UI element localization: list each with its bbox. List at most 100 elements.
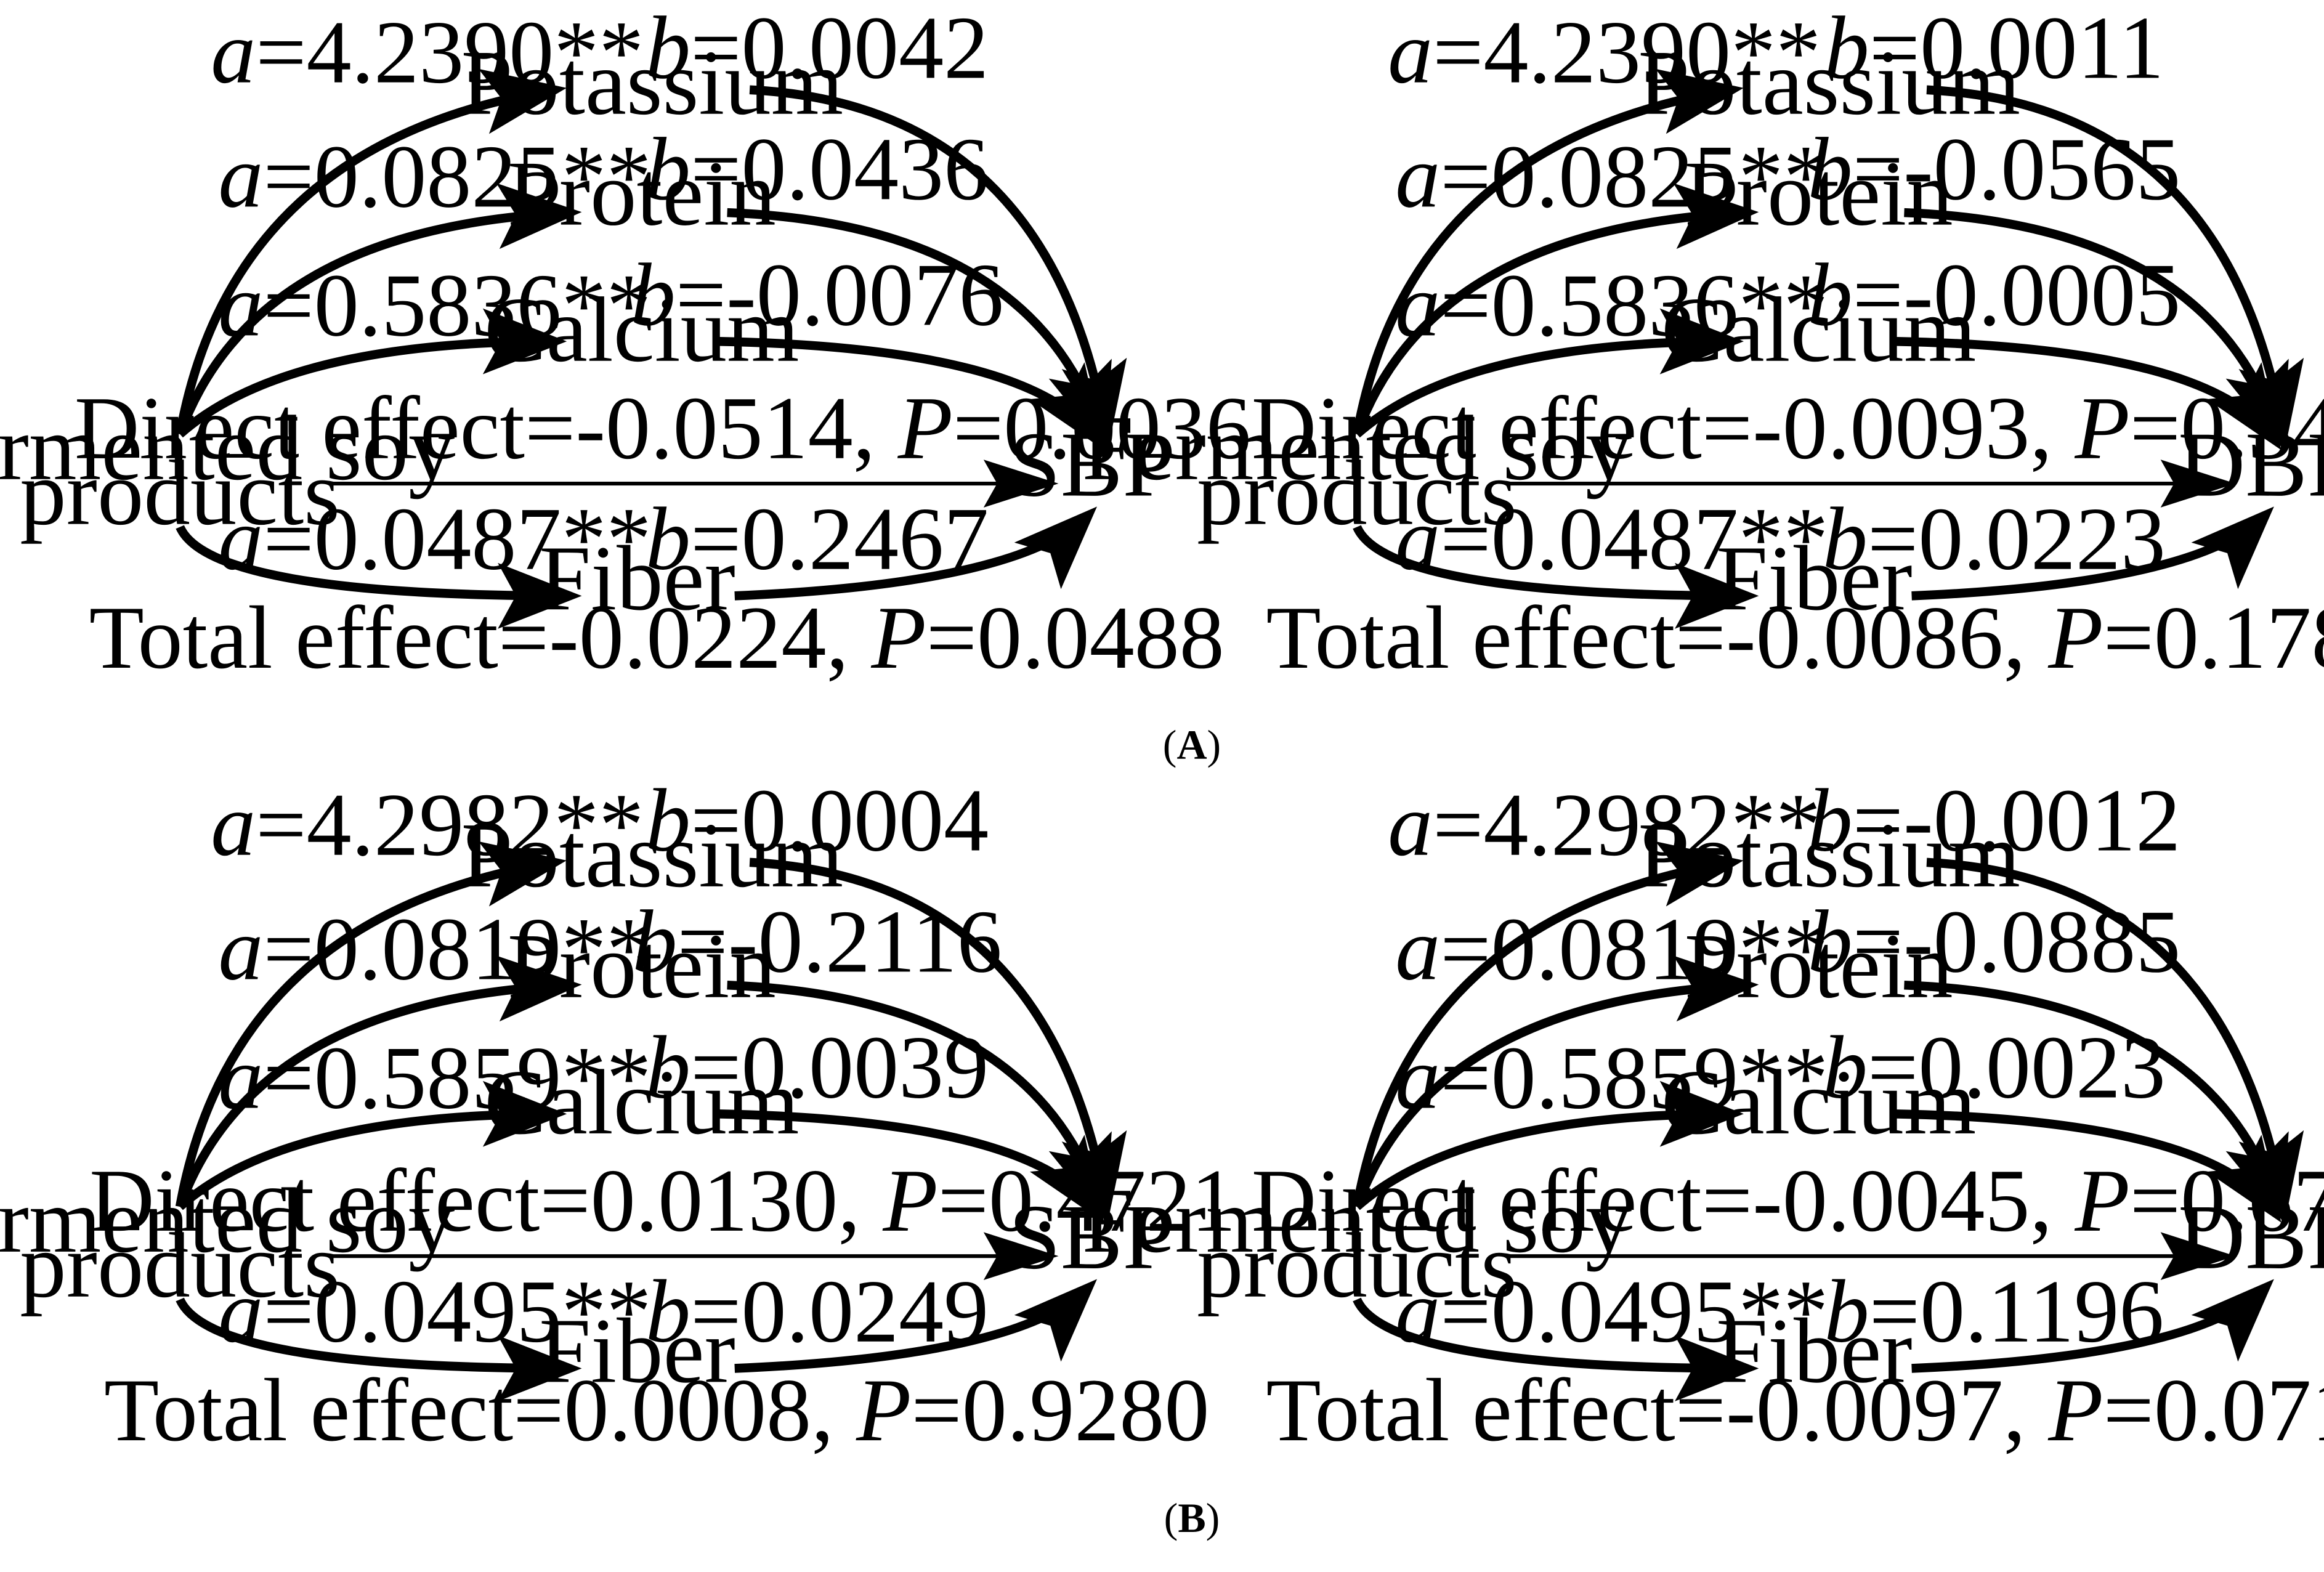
a-coef-potassium-part: a <box>1388 2 1433 102</box>
b-coef-calcium: b=0.0023 <box>1823 1018 2166 1117</box>
b-coef-fiber-part: b <box>646 489 690 589</box>
mediator-protein-part: Protein <box>1685 915 1953 1018</box>
arrow-b-fiber <box>734 506 1098 601</box>
arrow-a-protein <box>176 183 582 436</box>
b-coef-fiber-part: b <box>1824 1262 1869 1361</box>
b-coef-protein-part: b <box>1808 119 1853 219</box>
b-coef-calcium-part: =-0.0076 <box>676 245 1004 345</box>
mediator-fiber: Fiber <box>539 527 735 630</box>
caption-letter: B <box>1178 1494 1205 1541</box>
arrow-a-fiber <box>1353 525 1759 629</box>
arrow-a-potassium <box>175 68 567 436</box>
total-effect-label-part: =0.0488 <box>926 588 1225 687</box>
arrow-b-calcium <box>1893 1109 2281 1223</box>
a-coef-fiber-part: a <box>1395 1262 1440 1361</box>
mediator-fiber-part: Fiber <box>1716 1299 1913 1402</box>
a-coef-potassium: a=4.2390** <box>1388 2 1821 102</box>
total-effect-label-part: Total effect=-0.0086, <box>1266 588 2048 687</box>
caption-open: ( <box>1163 721 1177 768</box>
a-coef-protein-part: =0.0825** <box>263 127 651 227</box>
arrow-a-potassium <box>1352 841 1744 1208</box>
b-coef-fiber-part: b <box>646 1262 690 1361</box>
b-coef-fiber-part: =0.0223 <box>1868 489 2166 589</box>
exposure-line-2-part: products <box>20 1214 340 1317</box>
arrow-a-calcium <box>177 1080 567 1210</box>
arrow-b-calcium <box>716 1109 1104 1223</box>
mediator-calcium-part: Calcium <box>484 1051 799 1154</box>
a-coef-fiber: a=0.0487** <box>1395 489 1828 589</box>
a-coef-calcium: a=0.5859** <box>1395 1028 1828 1128</box>
mediator-potassium-part: Potassium <box>461 31 844 134</box>
a-coef-fiber: a=0.0495** <box>218 1262 651 1361</box>
direct-effect-label-part: P <box>2075 378 2130 478</box>
caption-close: ) <box>1206 1494 1220 1541</box>
b-coef-fiber: b=0.2467 <box>646 489 989 589</box>
direct-effect-label-part: Direct effect=-0.0045, <box>1252 1151 2075 1250</box>
a-coef-protein-part: =0.0819** <box>1440 899 1828 999</box>
b-coef-potassium: b=0.0004 <box>646 771 989 870</box>
b-coef-protein-part: b <box>646 119 690 219</box>
mediator-fiber-part: Fiber <box>539 527 735 630</box>
b-coef-calcium-part: b <box>1823 1018 1868 1117</box>
a-coef-fiber-part: a <box>218 489 263 589</box>
direct-effect-label-part: Direct effect=-0.0093, <box>1252 378 2075 478</box>
caption-open: ( <box>1164 1494 1178 1541</box>
b-coef-protein-part: =-0.0565 <box>1853 119 2181 219</box>
a-coef-calcium-part: a <box>1395 1028 1440 1128</box>
a-coef-calcium-part: a <box>1395 256 1440 355</box>
arrow-a-potassium <box>175 841 567 1208</box>
a-coef-potassium-part: a <box>1388 775 1433 875</box>
a-coef-protein-part: =0.0819** <box>263 899 651 999</box>
total-effect-label-part: P <box>2047 588 2103 687</box>
a-coef-protein-part: a <box>1395 899 1440 999</box>
mediator-protein: Protein <box>508 142 776 245</box>
b-coef-calcium-part: =0.0039 <box>690 1018 989 1117</box>
b-coef-fiber-part: =0.0249 <box>690 1262 989 1361</box>
direct-effect-label-part: P <box>2075 1151 2130 1250</box>
arrow-a-calcium <box>1354 308 1744 438</box>
total-effect-label: Total effect=0.0008, P=0.9280 <box>104 1360 1209 1460</box>
panel-b-sbp: Potassiuma=4.2982**b=0.0004Proteina=0.08… <box>0 771 1236 1460</box>
b-coef-potassium: b=-0.0012 <box>1808 771 2181 870</box>
panel-a-dbp: Potassiuma=4.2390**b=0.0011Proteina=0.08… <box>1082 0 2324 687</box>
b-coef-protein-part: b <box>1808 891 1853 991</box>
b-coef-potassium-part: b <box>646 0 690 97</box>
exposure-line-1: Fermented soy <box>0 1169 455 1272</box>
total-effect-label-part: Total effect=0.0008, <box>104 1360 856 1460</box>
mediator-potassium: Potassium <box>461 31 844 134</box>
arrow-a-calcium <box>1354 1080 1744 1210</box>
b-coef-protein-part: =-0.0885 <box>1853 891 2181 991</box>
a-coef-potassium: a=4.2982** <box>1388 775 1821 875</box>
mediator-protein: Protein <box>1685 915 1953 1018</box>
b-coef-potassium-part: =-0.0012 <box>1853 771 2181 870</box>
total-effect-label: Total effect=-0.0086, P=0.1787 <box>1266 588 2324 687</box>
total-effect-label: Total effect=-0.0224, P=0.0488 <box>89 588 1225 687</box>
b-coef-calcium: b=-0.0076 <box>631 245 1004 345</box>
arrow-b-calcium <box>1893 336 2281 450</box>
captions-layer: (A)(B) <box>1163 721 1221 1541</box>
a-coef-calcium: a=0.5836** <box>218 256 651 355</box>
mediator-fiber: Fiber <box>1716 527 1913 630</box>
a-coef-potassium: a=4.2982** <box>211 775 644 875</box>
mediator-calcium-part: Calcium <box>1661 278 1976 381</box>
b-coef-protein-part: =0.0436 <box>690 119 989 219</box>
direct-effect-label: Direct effect=0.0130, P=0.4721 <box>89 1151 1236 1250</box>
exposure-line-2: products <box>20 442 340 545</box>
a-coef-calcium: a=0.5836** <box>1395 256 1828 355</box>
a-coef-fiber: a=0.0487** <box>218 489 651 589</box>
arrow-a-protein <box>176 955 582 1209</box>
a-coef-protein-part: a <box>218 127 263 227</box>
b-coef-calcium-part: b <box>646 1018 690 1117</box>
arrow-a-fiber <box>176 525 582 629</box>
direct-effect-label: Direct effect=-0.0093, P=0.3483 <box>1252 378 2324 478</box>
arrow-b-potassium <box>1926 857 2304 1219</box>
arrow-b-calcium <box>716 336 1104 450</box>
b-coef-protein: b=-0.0565 <box>1808 119 2181 219</box>
mediator-fiber: Fiber <box>1716 1299 1913 1402</box>
b-coef-potassium: b=0.0011 <box>1824 0 2164 97</box>
total-effect-label-part: =0.1787 <box>2103 588 2324 687</box>
mediator-protein: Protein <box>1685 142 1953 245</box>
mediator-protein: Protein <box>508 915 776 1018</box>
exposure-line-1-part: Fermented soy <box>0 397 455 500</box>
